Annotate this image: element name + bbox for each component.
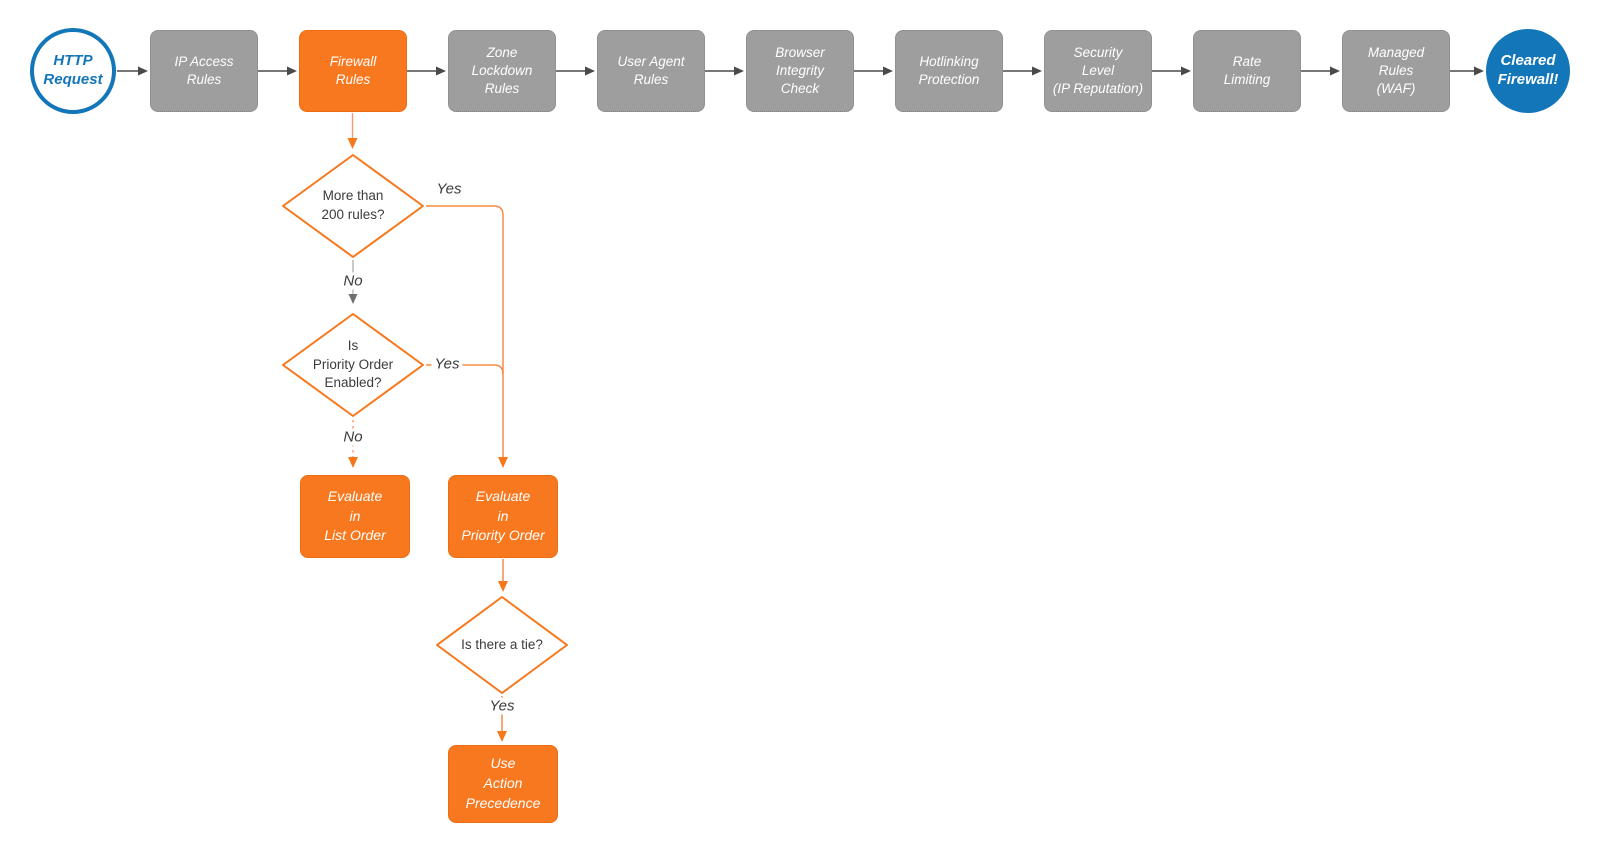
decision-label: Is there a tie? bbox=[461, 636, 543, 652]
branch-label-d3-yes: Yes bbox=[486, 697, 518, 715]
connector-d1-yes-vertical bbox=[426, 205, 508, 468]
stage-label: Zone Lockdown Rules bbox=[471, 45, 533, 96]
decision-priority-order-enabled: Is Priority Order Enabled? bbox=[281, 312, 425, 418]
stage-rate-limiting: Rate Limiting bbox=[1193, 30, 1301, 112]
stage-label: Security Level (IP Reputation) bbox=[1052, 45, 1144, 96]
end-node-cleared-firewall: Cleared Firewall! bbox=[1486, 29, 1570, 113]
branch-label-d1-yes: Yes bbox=[433, 180, 465, 198]
stage-label: Rate Limiting bbox=[1223, 54, 1271, 87]
start-node-label: HTTP Request bbox=[43, 52, 103, 88]
stage-user-agent-rules: User Agent Rules bbox=[597, 30, 705, 112]
decision-label: Is Priority Order Enabled? bbox=[312, 338, 394, 391]
action-label: Evaluate in List Order bbox=[324, 487, 386, 544]
stage-label: Firewall Rules bbox=[329, 54, 377, 87]
start-node-http-request: HTTP Request bbox=[30, 28, 116, 114]
end-node-label: Cleared Firewall! bbox=[1497, 52, 1559, 88]
action-label: Evaluate in Priority Order bbox=[461, 487, 545, 544]
decision-label: More than 200 rules? bbox=[321, 188, 385, 222]
diamond-shape bbox=[436, 596, 568, 694]
stage-label: Browser Integrity Check bbox=[775, 45, 825, 96]
branch-label-d1-no: No bbox=[340, 272, 366, 290]
action-evaluate-list-order: Evaluate in List Order bbox=[300, 475, 410, 558]
stage-firewall-rules: Firewall Rules bbox=[299, 30, 407, 112]
diamond-shape bbox=[282, 313, 424, 417]
stage-security-level: Security Level (IP Reputation) bbox=[1044, 30, 1152, 112]
action-label: Use Action Precedence bbox=[465, 755, 541, 811]
branch-label-d2-no: No bbox=[340, 428, 366, 446]
stage-label: User Agent Rules bbox=[617, 54, 685, 87]
action-use-action-precedence: Use Action Precedence bbox=[448, 745, 558, 823]
stage-label: IP Access Rules bbox=[174, 54, 234, 87]
stage-ip-access-rules: IP Access Rules bbox=[150, 30, 258, 112]
stage-label: Managed Rules (WAF) bbox=[1367, 45, 1425, 96]
stage-managed-rules-waf: Managed Rules (WAF) bbox=[1342, 30, 1450, 112]
stage-hotlinking-protection: Hotlinking Protection bbox=[895, 30, 1003, 112]
action-evaluate-priority-order: Evaluate in Priority Order bbox=[448, 475, 558, 558]
branch-label-d2-yes: Yes bbox=[431, 355, 463, 373]
decision-is-there-a-tie: Is there a tie? bbox=[435, 595, 569, 695]
stage-zone-lockdown-rules: Zone Lockdown Rules bbox=[448, 30, 556, 112]
diamond-shape bbox=[282, 154, 424, 258]
decision-more-than-200-rules: More than 200 rules? bbox=[281, 153, 425, 259]
stage-browser-integrity-check: Browser Integrity Check bbox=[746, 30, 854, 112]
connector-d2-yes-merge bbox=[426, 364, 504, 375]
stage-label: Hotlinking Protection bbox=[918, 54, 980, 87]
